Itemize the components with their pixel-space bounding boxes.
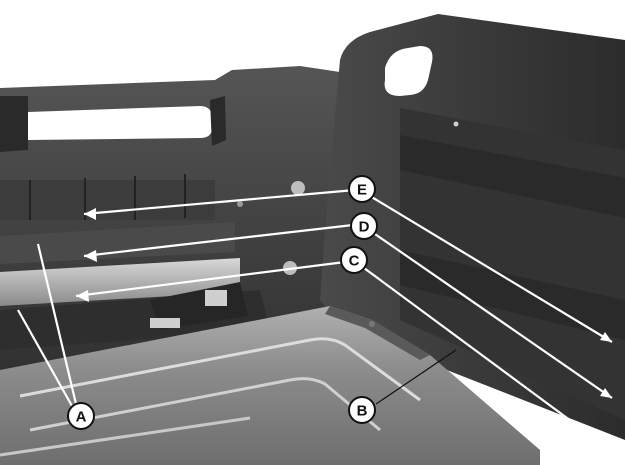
callout-d-label: D [359,219,370,236]
leader-arrows [17,188,613,436]
callout-a-label: A [76,409,87,426]
rear-wall [0,66,345,395]
callout-e: E [348,175,376,203]
callout-c-label: C [349,253,360,270]
cargo-floor [0,306,540,465]
callout-a: A [67,402,95,430]
callout-c: C [340,246,368,274]
divider-bracket [150,282,248,330]
side-wall [320,14,625,440]
callout-e-label: E [357,182,367,199]
callout-d: D [350,212,378,240]
callout-b-label: B [357,403,368,420]
callout-b: B [348,396,376,424]
